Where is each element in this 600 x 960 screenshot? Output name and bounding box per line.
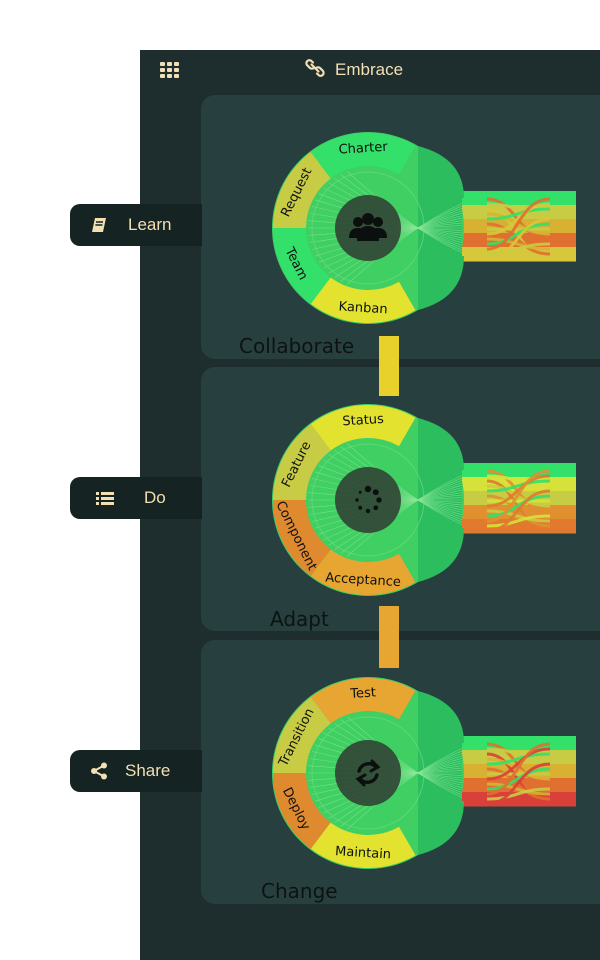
share-icon: [90, 762, 108, 780]
app-title-link[interactable]: Embrace: [305, 58, 404, 83]
segment-team[interactable]: Team: [273, 228, 331, 304]
top-bar: Embrace: [140, 50, 600, 90]
book-icon: [90, 216, 108, 234]
segment-arc: [273, 697, 331, 773]
segment-kanban[interactable]: Kanban: [310, 277, 416, 323]
segment-label: Kanban: [338, 299, 388, 317]
users-icon[interactable]: [335, 195, 401, 261]
spinner-icon[interactable]: [335, 467, 401, 533]
stage-label: Change: [261, 879, 338, 903]
segment-arc: [273, 500, 331, 576]
segment-label: Status: [342, 412, 384, 430]
users-glyph: [349, 213, 387, 241]
segment-arc: [273, 152, 331, 228]
sidebar-tab-label: Learn: [128, 215, 172, 234]
sidebar-tab-label: Do: [144, 488, 166, 507]
spinner-glyph: [355, 485, 382, 514]
segment-label: Maintain: [335, 844, 392, 862]
segment-arc: [310, 277, 416, 323]
sidebar-tab-learn[interactable]: Learn: [70, 204, 202, 246]
segment-arc: [273, 228, 331, 304]
segment-label: Acceptance: [325, 571, 401, 591]
segment-arc: [310, 678, 416, 724]
refresh-glyph: [355, 759, 381, 787]
segment-arc: [310, 822, 416, 868]
stage-label: Collaborate: [239, 334, 355, 358]
segment-label: Test: [349, 685, 376, 702]
app-title: Embrace: [335, 60, 404, 79]
sidebar-tab-do[interactable]: Do: [70, 477, 202, 519]
hub-circle: [335, 467, 401, 533]
segment-maintain[interactable]: Maintain: [310, 822, 416, 868]
grid-icon[interactable]: [160, 62, 180, 78]
link-icon: [305, 58, 325, 83]
sidebar-tab-share[interactable]: Share: [70, 750, 202, 792]
segment-arc: [273, 424, 331, 500]
list-icon: [96, 489, 114, 507]
segment-acceptance[interactable]: Acceptance: [310, 549, 416, 595]
segment-arc: [310, 549, 416, 595]
refresh-icon[interactable]: [335, 740, 401, 806]
segment-arc: [310, 405, 416, 451]
stage-label: Adapt: [270, 607, 329, 631]
segment-arc: [273, 773, 331, 849]
segment-charter[interactable]: Charter: [310, 133, 416, 179]
hub-circle: [335, 740, 401, 806]
segment-test[interactable]: Test: [310, 678, 416, 724]
segment-arc: [310, 133, 416, 179]
segment-label: Charter: [338, 140, 389, 158]
segment-status[interactable]: Status: [310, 405, 416, 451]
sidebar-tab-label: Share: [125, 761, 171, 780]
